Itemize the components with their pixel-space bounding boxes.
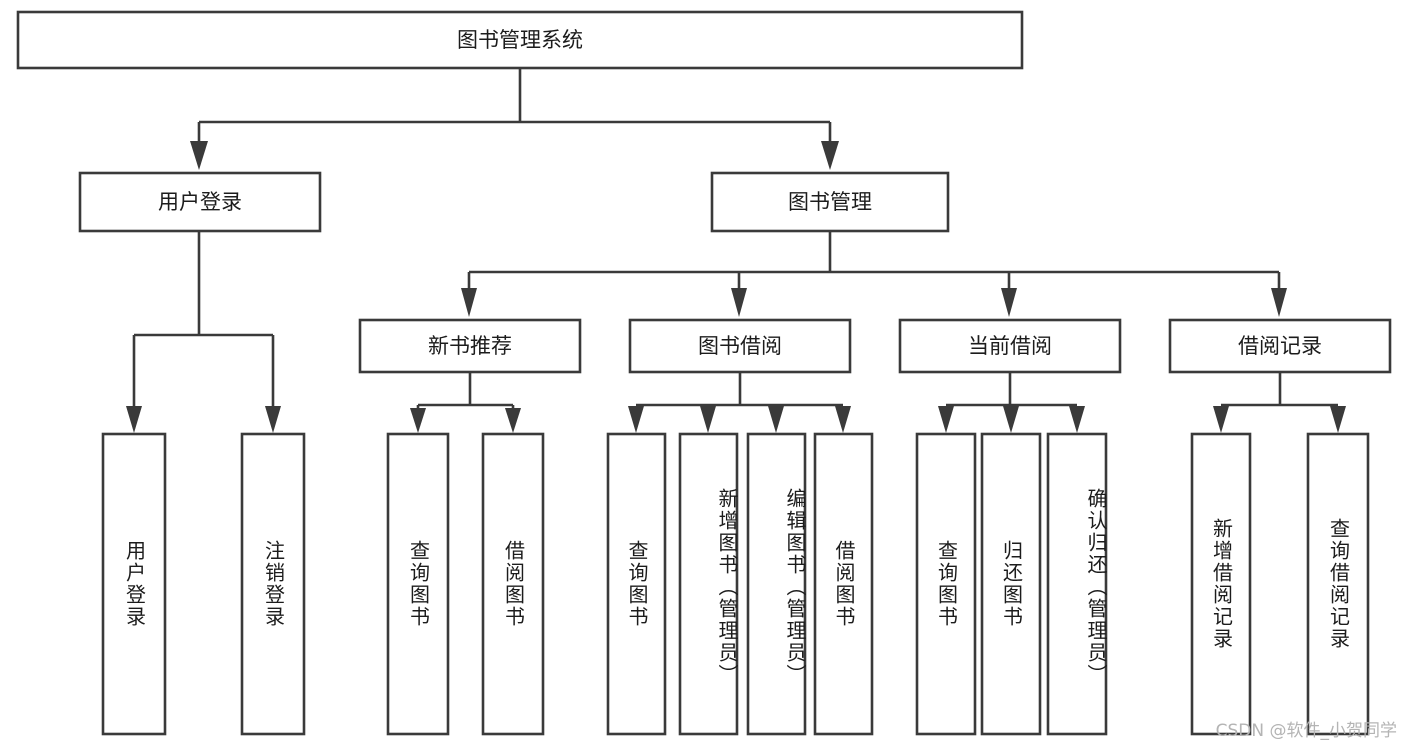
- arrow-head-leaf-user-login: [126, 406, 142, 433]
- connector-group-borrow: [628, 372, 851, 433]
- arrow-head-new-book: [461, 288, 477, 317]
- connector-group-book-mgmt: [461, 231, 1287, 317]
- arrow-head-borrow: [731, 288, 747, 317]
- arrow-head-newbook-query: [410, 408, 426, 433]
- arrow-head-record: [1271, 288, 1287, 317]
- leaf-box-add-borrow-record[interactable]: [1190, 432, 1252, 736]
- node-user-login[interactable]: 用户登录: [78, 171, 322, 233]
- csdn-watermark: CSDN @软件_小贺同学: [1215, 721, 1397, 741]
- leaf-box-borrow-book-rec[interactable]: [481, 432, 545, 736]
- node-root-box[interactable]: [16, 10, 1024, 70]
- node-user-login-label: 用户登录: [158, 190, 242, 214]
- arrow-head-record-query: [1330, 406, 1346, 433]
- arrow-head-borrow-add: [700, 406, 716, 433]
- arrow-head-book-mgmt: [821, 141, 839, 170]
- leaf-box-confirm-return-admin[interactable]: [1046, 432, 1108, 736]
- node-book-borrow[interactable]: 图书借阅: [628, 318, 852, 374]
- node-borrow-record[interactable]: 借阅记录: [1168, 318, 1392, 374]
- leaf-boxes: [101, 432, 1370, 736]
- node-book-management-box[interactable]: [710, 171, 950, 233]
- node-new-book-recommend[interactable]: 新书推荐: [358, 318, 582, 374]
- leaf-box-query-book-borrow[interactable]: [606, 432, 667, 736]
- connector-group-new-book: [410, 372, 521, 433]
- connector-group-record: [1213, 372, 1346, 433]
- node-root[interactable]: 图书管理系统: [16, 10, 1024, 70]
- leaf-box-logout[interactable]: [240, 432, 306, 736]
- leaf-box-edit-book-admin[interactable]: [746, 432, 807, 736]
- arrow-head-borrow-edit: [768, 406, 784, 433]
- node-current-borrow[interactable]: 当前借阅: [898, 318, 1122, 374]
- node-root-label: 图书管理系统: [457, 28, 583, 52]
- leaf-box-query-book-current[interactable]: [915, 432, 977, 736]
- arrow-head-current-confirm: [1069, 406, 1085, 433]
- node-book-borrow-box[interactable]: [628, 318, 852, 374]
- node-book-management[interactable]: 图书管理: [710, 171, 950, 233]
- node-book-borrow-label: 图书借阅: [698, 334, 782, 358]
- connector-group-current: [938, 372, 1085, 433]
- node-borrow-record-box[interactable]: [1168, 318, 1392, 374]
- node-new-book-recommend-box[interactable]: [358, 318, 582, 374]
- arrow-head-user-login: [190, 141, 208, 170]
- leaf-box-user-login[interactable]: [101, 432, 167, 736]
- leaf-box-add-book-admin[interactable]: [678, 432, 739, 736]
- node-borrow-record-label: 借阅记录: [1238, 334, 1322, 358]
- arrow-head-newbook-borrow: [505, 408, 521, 433]
- arrow-head-borrow-lend: [835, 406, 851, 433]
- node-current-borrow-label: 当前借阅: [968, 334, 1052, 358]
- connector-group-root: [190, 68, 839, 170]
- arrow-head-current-query: [938, 406, 954, 433]
- node-book-management-label: 图书管理: [788, 190, 872, 214]
- leaf-box-return-book[interactable]: [980, 432, 1042, 736]
- node-new-book-recommend-label: 新书推荐: [428, 334, 512, 358]
- leaf-box-query-book-rec[interactable]: [386, 432, 450, 736]
- arrow-head-current-return: [1003, 406, 1019, 433]
- leaf-box-borrow-book[interactable]: [813, 432, 874, 736]
- node-current-borrow-box[interactable]: [898, 318, 1122, 374]
- leaf-box-query-borrow-record[interactable]: [1306, 432, 1370, 736]
- arrow-head-leaf-logout: [265, 406, 281, 433]
- arrow-head-record-add: [1213, 406, 1229, 433]
- node-user-login-box[interactable]: [78, 171, 322, 233]
- arrow-head-borrow-query: [628, 406, 644, 433]
- connector-group-user-login: [126, 231, 281, 433]
- arrow-head-current: [1001, 288, 1017, 317]
